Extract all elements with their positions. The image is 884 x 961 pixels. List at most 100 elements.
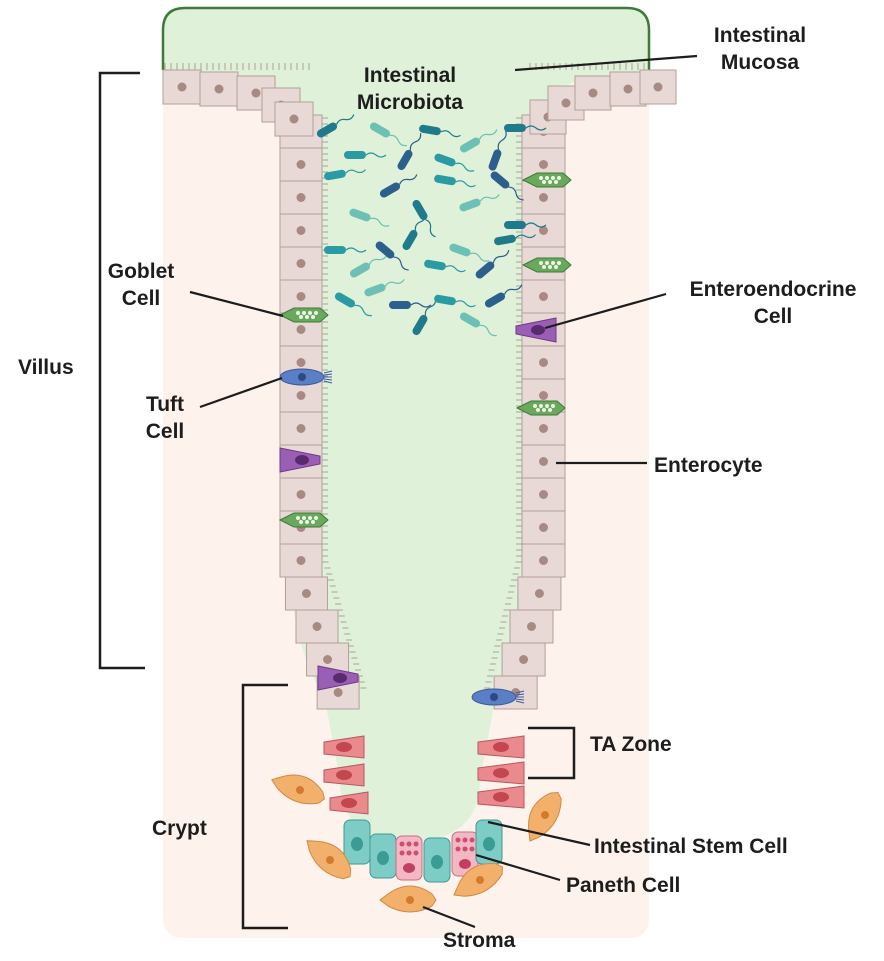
enterocyte-nucleus: [539, 457, 548, 466]
paneth-granule: [414, 851, 419, 856]
paneth-granule: [456, 838, 461, 843]
mucin-granule: [548, 265, 552, 269]
stem-cell: [344, 820, 370, 864]
mucin-granule: [299, 315, 303, 319]
stem-cell: [424, 838, 450, 882]
stem-nucleus: [431, 855, 443, 869]
ta-cell-nucleus: [493, 742, 509, 752]
label-enteroendocrine-cell-line1: Enteroendocrine: [668, 276, 878, 303]
paneth-granule: [400, 842, 405, 847]
tuft-nucleus: [298, 373, 306, 381]
label-intestinal-stem-cell: Intestinal Stem Cell: [594, 833, 788, 860]
mucin-granule: [554, 265, 558, 269]
stem-nucleus: [351, 837, 363, 851]
mucin-granule: [302, 516, 306, 520]
enterocyte-nucleus: [562, 99, 571, 108]
label-stroma: Stroma: [443, 927, 515, 954]
enterocyte-nucleus: [589, 89, 598, 98]
enterocyte-nucleus: [297, 556, 306, 565]
mucin-granule: [299, 520, 303, 524]
label-enteroendocrine-cell-line2: Cell: [668, 303, 878, 330]
paneth-granule: [456, 847, 461, 852]
enterocyte-nucleus: [334, 688, 343, 697]
mucin-granule: [551, 176, 555, 180]
enterocyte-nucleus: [313, 622, 322, 631]
enterocyte-nucleus: [297, 490, 306, 499]
enterocyte-nucleus: [654, 83, 663, 92]
mucin-granule: [551, 261, 555, 265]
label-intestinal-microbiota-line1: Intestinal: [340, 62, 480, 89]
stem-cell: [370, 834, 396, 878]
mucin-granule: [548, 180, 552, 184]
paneth-granule: [407, 851, 412, 856]
label-crypt: Crypt: [152, 815, 207, 842]
enterocyte-nucleus: [527, 622, 536, 631]
label-tuft-cell-line2: Cell: [134, 418, 196, 445]
mucin-granule: [536, 408, 540, 412]
enterocyte-nucleus: [539, 160, 548, 169]
enterocyte-nucleus: [539, 523, 548, 532]
ta-cell-nucleus: [341, 798, 357, 808]
mucin-granule: [539, 404, 543, 408]
enterocyte-nucleus: [297, 391, 306, 400]
paneth-granule: [463, 838, 468, 843]
label-goblet-cell-line1: Goblet: [100, 258, 182, 285]
mucin-granule: [557, 261, 561, 265]
mucin-granule: [542, 265, 546, 269]
enterocyte-nucleus: [624, 85, 633, 94]
mucin-granule: [302, 311, 306, 315]
label-goblet-cell: Goblet Cell: [100, 258, 182, 312]
mucin-granule: [533, 404, 537, 408]
label-enteroendocrine-cell: Enteroendocrine Cell: [668, 276, 878, 330]
ta-cell-nucleus: [336, 770, 352, 780]
bacterium-body: [324, 246, 346, 254]
villus-bracket: [100, 73, 145, 668]
mucin-granule: [539, 261, 543, 265]
enterocyte-nucleus: [539, 424, 548, 433]
enterocyte-nucleus: [539, 358, 548, 367]
label-intestinal-microbiota-line2: Microbiota: [340, 89, 480, 116]
bacterium-body: [504, 221, 526, 229]
label-enterocyte: Enterocyte: [654, 452, 763, 479]
mucin-granule: [554, 180, 558, 184]
mucin-granule: [548, 408, 552, 412]
enterocyte-nucleus: [178, 83, 187, 92]
enterocyte-nucleus: [302, 589, 311, 598]
mucin-granule: [296, 516, 300, 520]
bacterium-body: [504, 124, 526, 132]
stem-nucleus: [483, 837, 495, 851]
mucin-granule: [308, 516, 312, 520]
label-goblet-cell-line2: Cell: [100, 285, 182, 312]
paneth-nucleus: [459, 859, 471, 869]
enterocyte-nucleus: [297, 358, 306, 367]
tuft-nucleus: [490, 693, 498, 701]
enteroendocrine-nucleus: [333, 673, 347, 683]
ta-cell-nucleus: [493, 792, 509, 802]
mucin-granule: [296, 311, 300, 315]
enteroendocrine-nucleus: [295, 455, 309, 465]
mucin-granule: [305, 315, 309, 319]
mucin-granule: [545, 404, 549, 408]
mucin-granule: [557, 176, 561, 180]
enterocyte-nucleus: [297, 193, 306, 202]
label-tuft-cell: Tuft Cell: [134, 391, 196, 445]
enterocyte-nucleus: [539, 193, 548, 202]
label-intestinal-mucosa-line1: Intestinal: [690, 22, 830, 49]
enterocyte-nucleus: [539, 556, 548, 565]
paneth-granule: [463, 847, 468, 852]
mucin-granule: [305, 520, 309, 524]
enteroendocrine-nucleus: [531, 325, 545, 335]
enterocyte-nucleus: [297, 226, 306, 235]
mucin-granule: [314, 311, 318, 315]
stem-nucleus: [377, 851, 389, 865]
ta-cell-nucleus: [493, 768, 509, 778]
enterocyte-nucleus: [297, 259, 306, 268]
label-paneth-cell: Paneth Cell: [566, 872, 680, 899]
mucin-granule: [551, 404, 555, 408]
enterocyte-nucleus: [539, 490, 548, 499]
label-intestinal-mucosa: Intestinal Mucosa: [690, 22, 830, 76]
enterocyte-nucleus: [323, 655, 332, 664]
label-ta-zone: TA Zone: [590, 731, 672, 758]
paneth-cell: [396, 836, 422, 880]
